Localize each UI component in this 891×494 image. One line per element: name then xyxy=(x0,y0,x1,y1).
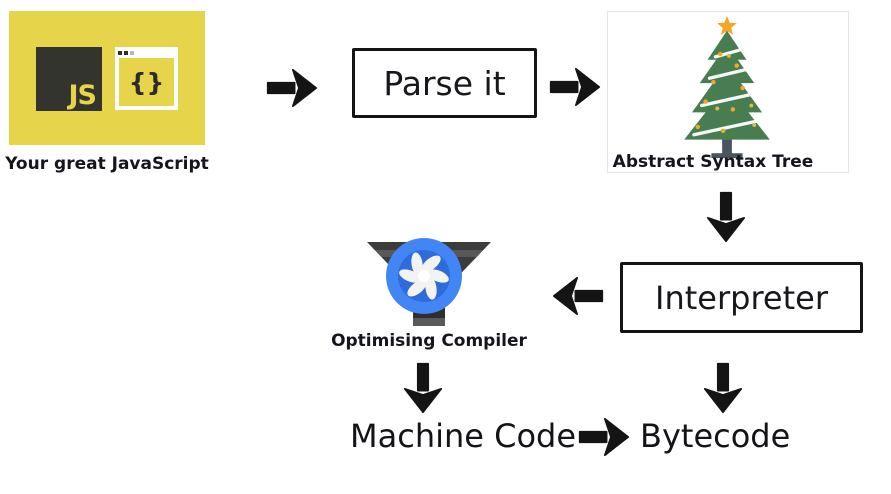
parse-step-box: Parse it xyxy=(352,48,537,118)
optimising-compiler-funnel-icon xyxy=(367,238,491,326)
js-logo-icon: JS xyxy=(36,47,102,111)
window-controls-icon xyxy=(115,47,178,58)
source-code-card: JS {} xyxy=(9,11,205,145)
arrow-ast-to-interpreter-icon xyxy=(700,191,752,243)
interpreter-label: Interpreter xyxy=(655,278,828,317)
machine-code-label: Machine Code xyxy=(350,417,577,455)
source-caption: Your great JavaScript xyxy=(5,154,209,174)
arrow-interpreter-to-bytecode-icon xyxy=(697,362,749,414)
christmas-tree-icon xyxy=(684,15,770,159)
compiler-caption: Optimising Compiler xyxy=(331,331,527,351)
interpreter-box: Interpreter xyxy=(620,262,863,333)
code-window-icon: {} xyxy=(115,47,178,110)
arrow-parse-to-ast-icon xyxy=(549,65,601,109)
parse-step-label: Parse it xyxy=(383,63,506,103)
window-braces: {} xyxy=(119,58,174,106)
bytecode-label: Bytecode xyxy=(640,417,791,455)
arrow-interpreter-to-compiler-icon xyxy=(552,274,604,318)
turbofan-icon xyxy=(386,238,462,314)
arrow-machine-code-to-bytecode-icon xyxy=(578,415,630,459)
arrow-compiler-to-machine-code-icon xyxy=(397,362,449,414)
js-logo-letters: JS xyxy=(68,80,97,111)
ast-caption: Abstract Syntax Tree xyxy=(612,152,814,172)
arrow-source-to-parse-icon xyxy=(266,66,318,110)
